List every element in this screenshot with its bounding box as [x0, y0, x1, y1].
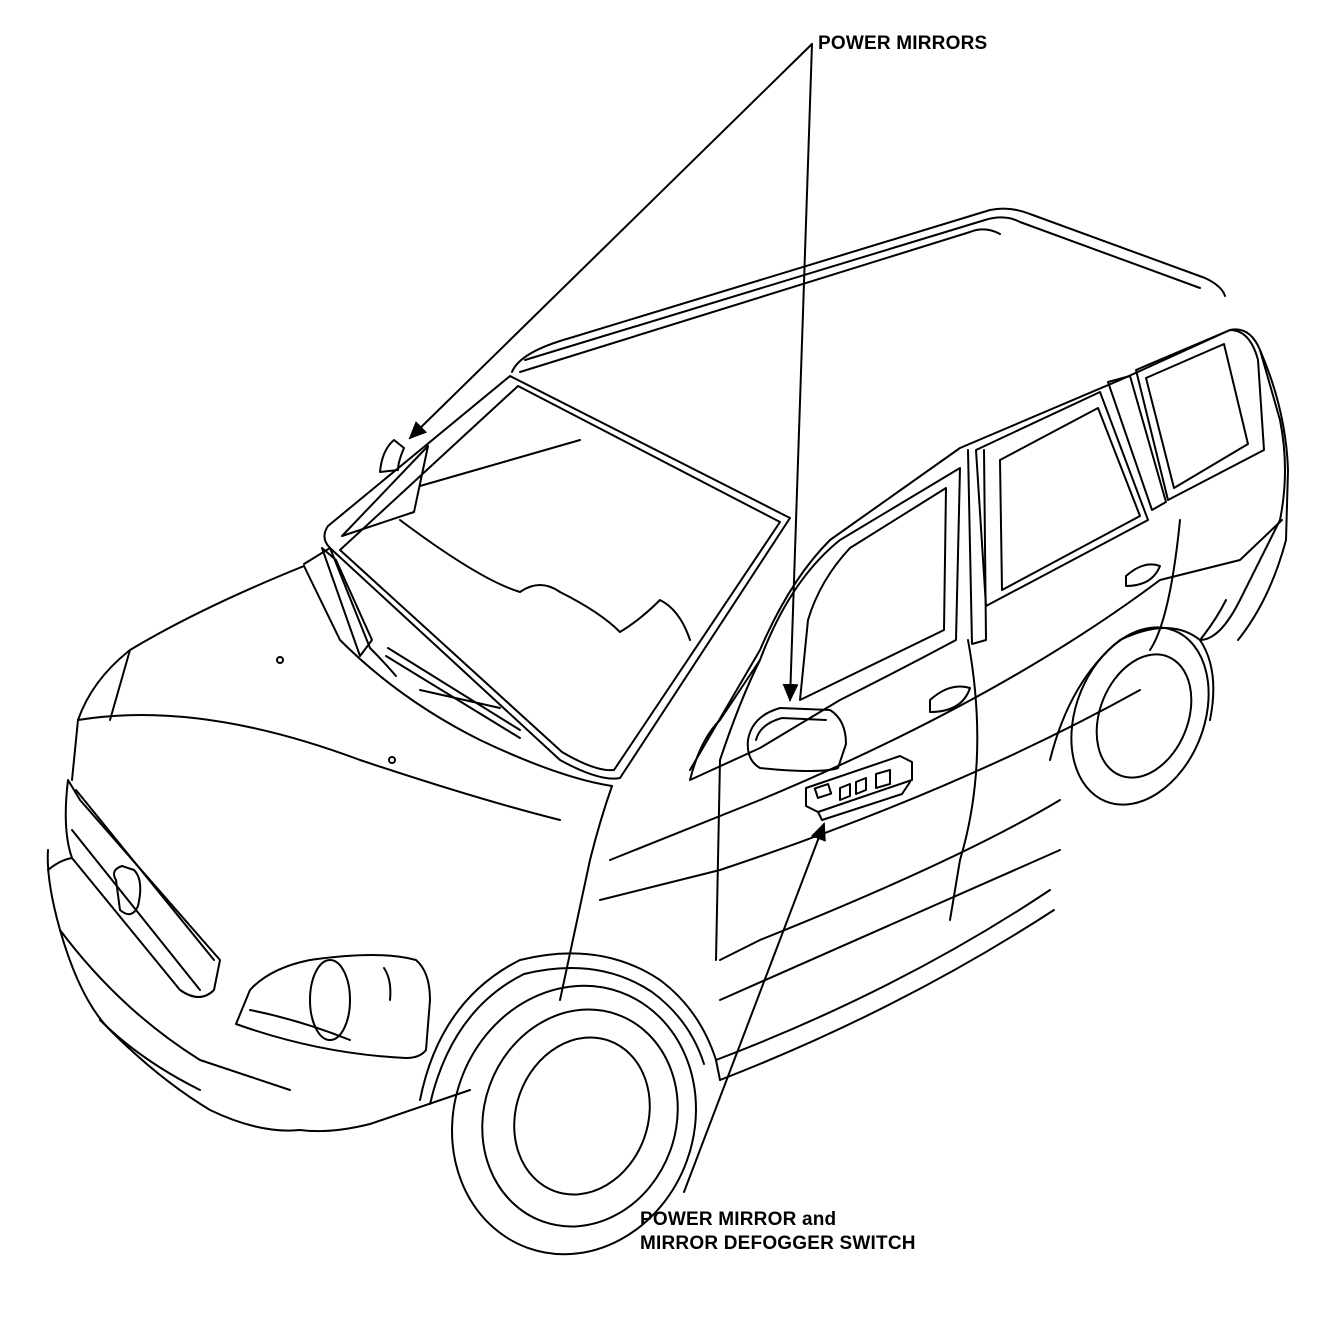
power-mirror-switch-label-line1: POWER MIRROR and — [640, 1209, 837, 1230]
power-mirror-switch-label: POWER MIRROR and MIRROR DEFOGGER SWITCH — [640, 1208, 916, 1256]
callout-lines — [408, 44, 826, 1192]
hood — [72, 566, 612, 1000]
left-mirror — [342, 440, 428, 536]
power-mirrors-label: POWER MIRRORS — [818, 33, 988, 54]
rear-wheel — [1046, 607, 1234, 826]
front-door-window — [690, 450, 986, 780]
rocker-panel — [716, 890, 1054, 1080]
right-side-mirror — [748, 708, 846, 771]
front-fender — [420, 953, 720, 1104]
headlight — [236, 955, 430, 1058]
body-side — [600, 329, 1285, 1000]
roof — [512, 209, 1225, 372]
door-seams — [950, 520, 1180, 920]
front-wheel — [415, 951, 734, 1289]
door-handles — [930, 564, 1160, 712]
front-bumper — [48, 850, 470, 1131]
power-mirror-switch — [806, 756, 912, 820]
left-vent — [322, 548, 372, 656]
windshield — [324, 376, 790, 779]
left-a-pillar — [304, 548, 396, 676]
power-mirror-switch-label-line2: MIRROR DEFOGGER SWITCH — [640, 1233, 916, 1254]
rear-body — [1200, 350, 1288, 640]
rear-door-window — [976, 376, 1166, 606]
wipers — [386, 648, 520, 738]
rear-quarter-window — [1136, 330, 1264, 500]
front-grille — [66, 780, 220, 997]
